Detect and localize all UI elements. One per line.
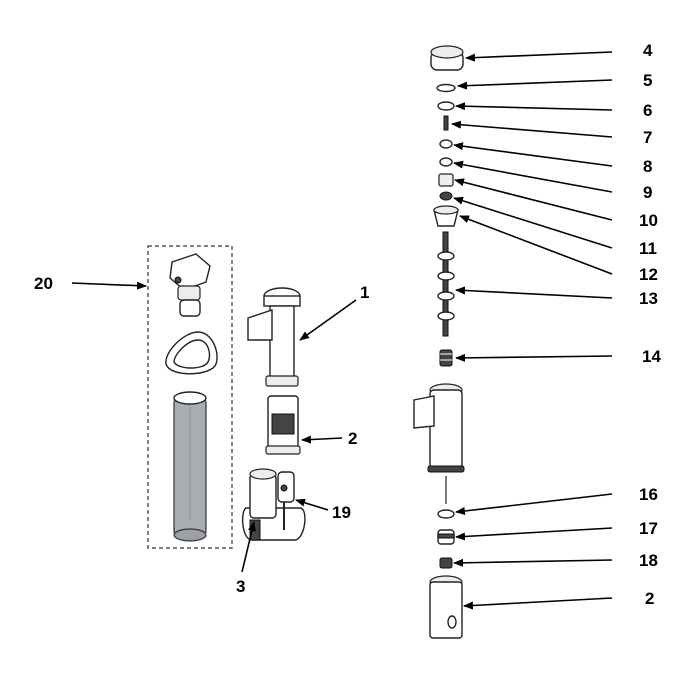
spout-body-part xyxy=(247,287,301,387)
callout-9: 9 xyxy=(643,183,652,202)
pin-part xyxy=(443,115,449,131)
callout-1: 1 xyxy=(360,283,369,302)
callout-19: 19 xyxy=(332,503,351,522)
right-parts-stack xyxy=(413,45,465,639)
callout-18: 18 xyxy=(639,551,658,570)
callout-17: 17 xyxy=(639,519,658,538)
valve-body-part xyxy=(413,383,465,473)
kit-gasket-ring xyxy=(165,331,218,375)
callout-labels: 20 1 2 19 3 4 5 6 7 8 9 10 11 12 13 14 1… xyxy=(34,41,661,608)
callout-7: 7 xyxy=(643,128,652,147)
kit-head-part xyxy=(169,253,211,317)
callout-14: 14 xyxy=(642,347,661,366)
kit-filter-screen xyxy=(173,391,207,542)
body-sleeve-part-right xyxy=(429,575,463,639)
nut-part xyxy=(438,173,454,187)
collar-part xyxy=(433,205,459,227)
cap-part xyxy=(430,45,464,71)
thin-washer-part xyxy=(436,83,456,93)
callout-11: 11 xyxy=(639,239,657,258)
leader-lines xyxy=(71,51,613,610)
washer-part-9 xyxy=(439,157,453,167)
callout-5: 5 xyxy=(643,71,652,90)
callout-3: 3 xyxy=(236,577,245,596)
small-nut-part xyxy=(439,557,453,569)
filter-kit-group xyxy=(147,245,233,549)
callout-16: 16 xyxy=(639,485,658,504)
o-ring-part-11 xyxy=(439,191,453,201)
callout-4: 4 xyxy=(643,41,653,60)
callout-2-right: 2 xyxy=(645,589,654,608)
callout-12: 12 xyxy=(639,265,658,284)
callout-2-middle: 2 xyxy=(348,429,357,448)
o-ring-part-16 xyxy=(437,509,455,519)
kit-dashed-border xyxy=(147,245,233,549)
valve-stem-part xyxy=(437,231,455,337)
spring-part xyxy=(439,349,453,367)
callout-20: 20 xyxy=(34,274,53,293)
callout-6: 6 xyxy=(643,101,652,120)
callout-10: 10 xyxy=(639,211,658,230)
ring-part xyxy=(437,101,455,111)
washer-part-8 xyxy=(439,139,453,149)
body-sleeve-part-middle xyxy=(265,395,301,455)
small-sleeve-part xyxy=(277,471,295,503)
nozzle-part xyxy=(437,529,455,545)
callout-13: 13 xyxy=(639,289,658,308)
callout-8: 8 xyxy=(643,157,652,176)
